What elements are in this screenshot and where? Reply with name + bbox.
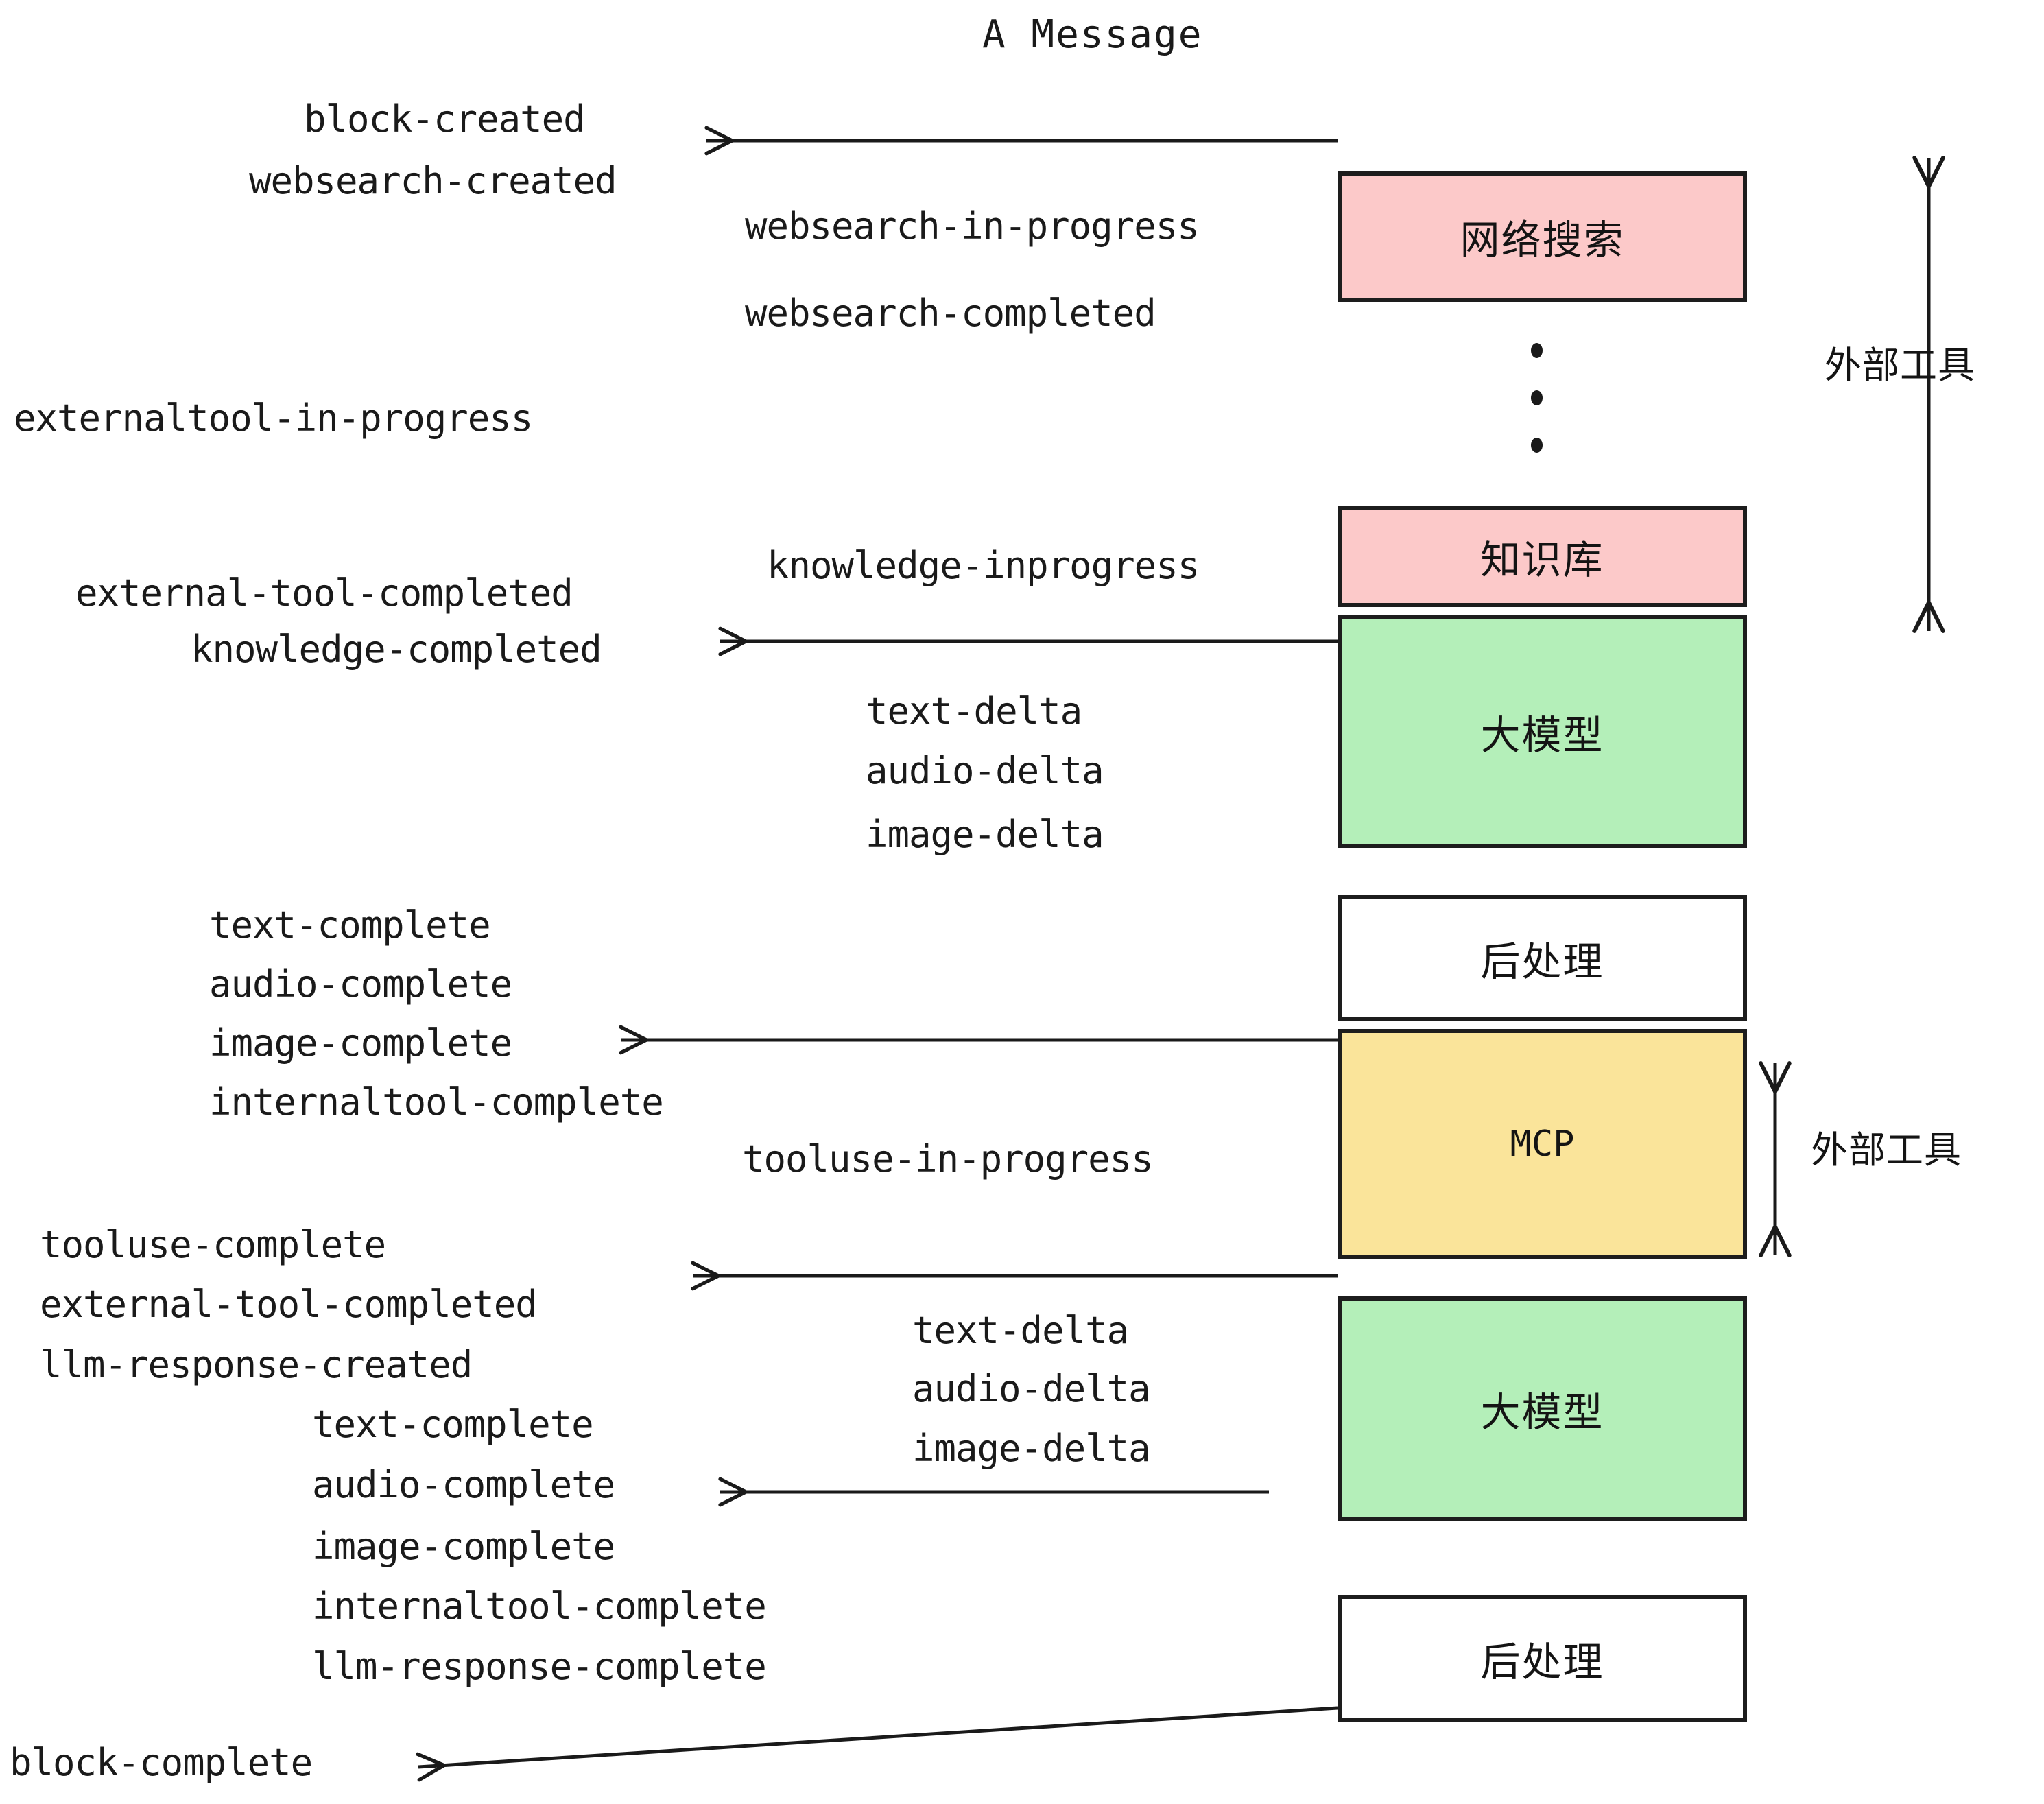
node-llm-upper[interactable]: 大模型 <box>1338 615 1747 848</box>
event-text-complete-2: text-complete <box>312 1403 594 1446</box>
event-internaltool-complete-1: internaltool-complete <box>209 1080 664 1124</box>
event-audio-complete-1: audio-complete <box>209 962 512 1006</box>
node-mcp-label: MCP <box>1510 1124 1575 1165</box>
event-tooluse-in-progress: tooluse-in-progress <box>742 1137 1154 1180</box>
event-text-complete-1: text-complete <box>209 903 491 947</box>
event-llm-response-complete: llm-response-complete <box>312 1645 767 1688</box>
external-tools-label-upper: 外部工具 <box>1825 344 1975 387</box>
dot-1 <box>1530 343 1543 358</box>
event-llm-response-created: llm-response-created <box>40 1343 473 1386</box>
node-mcp[interactable]: MCP <box>1338 1029 1747 1259</box>
dot-2 <box>1530 390 1543 405</box>
event-knowledge-completed: knowledge-completed <box>191 628 602 671</box>
node-postprocess-upper[interactable]: 后处理 <box>1338 895 1747 1021</box>
event-websearch-in-progress: websearch-in-progress <box>745 204 1200 248</box>
external-tools-label-lower: 外部工具 <box>1811 1128 1962 1172</box>
event-image-delta-1: image-delta <box>866 813 1104 856</box>
event-internaltool-complete-2: internaltool-complete <box>312 1585 767 1628</box>
node-knowledge-label: 知识库 <box>1480 536 1604 583</box>
event-text-delta-1: text-delta <box>866 689 1082 733</box>
node-postprocess-lower[interactable]: 后处理 <box>1338 1595 1747 1722</box>
event-external-tool-completed-1: external-tool-completed <box>75 571 573 615</box>
event-websearch-completed: websearch-completed <box>745 292 1156 335</box>
node-llm-lower[interactable]: 大模型 <box>1338 1296 1747 1521</box>
node-llm-lower-label: 大模型 <box>1480 1389 1604 1436</box>
event-image-complete-1: image-complete <box>209 1021 512 1065</box>
event-image-delta-2: image-delta <box>912 1427 1151 1470</box>
node-knowledge[interactable]: 知识库 <box>1338 506 1747 607</box>
page-title: A Message <box>982 12 1203 57</box>
node-postprocess-upper-label: 后处理 <box>1480 938 1604 985</box>
dot-3 <box>1530 438 1543 453</box>
node-websearch-label: 网络搜索 <box>1460 217 1625 263</box>
event-knowledge-inprogress: knowledge-inprogress <box>767 544 1200 587</box>
event-externaltool-in-progress: externaltool-in-progress <box>14 396 533 440</box>
event-audio-delta-2: audio-delta <box>912 1367 1151 1410</box>
event-block-complete: block-complete <box>10 1741 313 1784</box>
event-websearch-created: websearch-created <box>249 159 617 202</box>
event-tooluse-complete: tooluse-complete <box>40 1223 386 1266</box>
event-audio-delta-1: audio-delta <box>866 749 1104 792</box>
event-block-created: block-created <box>304 97 586 141</box>
ellipsis-dots <box>1530 343 1543 453</box>
node-websearch[interactable]: 网络搜索 <box>1338 171 1747 302</box>
event-image-complete-2: image-complete <box>312 1525 615 1568</box>
arrow-block-complete <box>416 1706 1338 1782</box>
node-llm-upper-label: 大模型 <box>1480 712 1604 759</box>
event-external-tool-completed-2: external-tool-completed <box>40 1283 538 1326</box>
event-text-delta-2: text-delta <box>912 1309 1129 1352</box>
event-audio-complete-2: audio-complete <box>312 1463 615 1506</box>
node-postprocess-lower-label: 后处理 <box>1480 1638 1604 1685</box>
